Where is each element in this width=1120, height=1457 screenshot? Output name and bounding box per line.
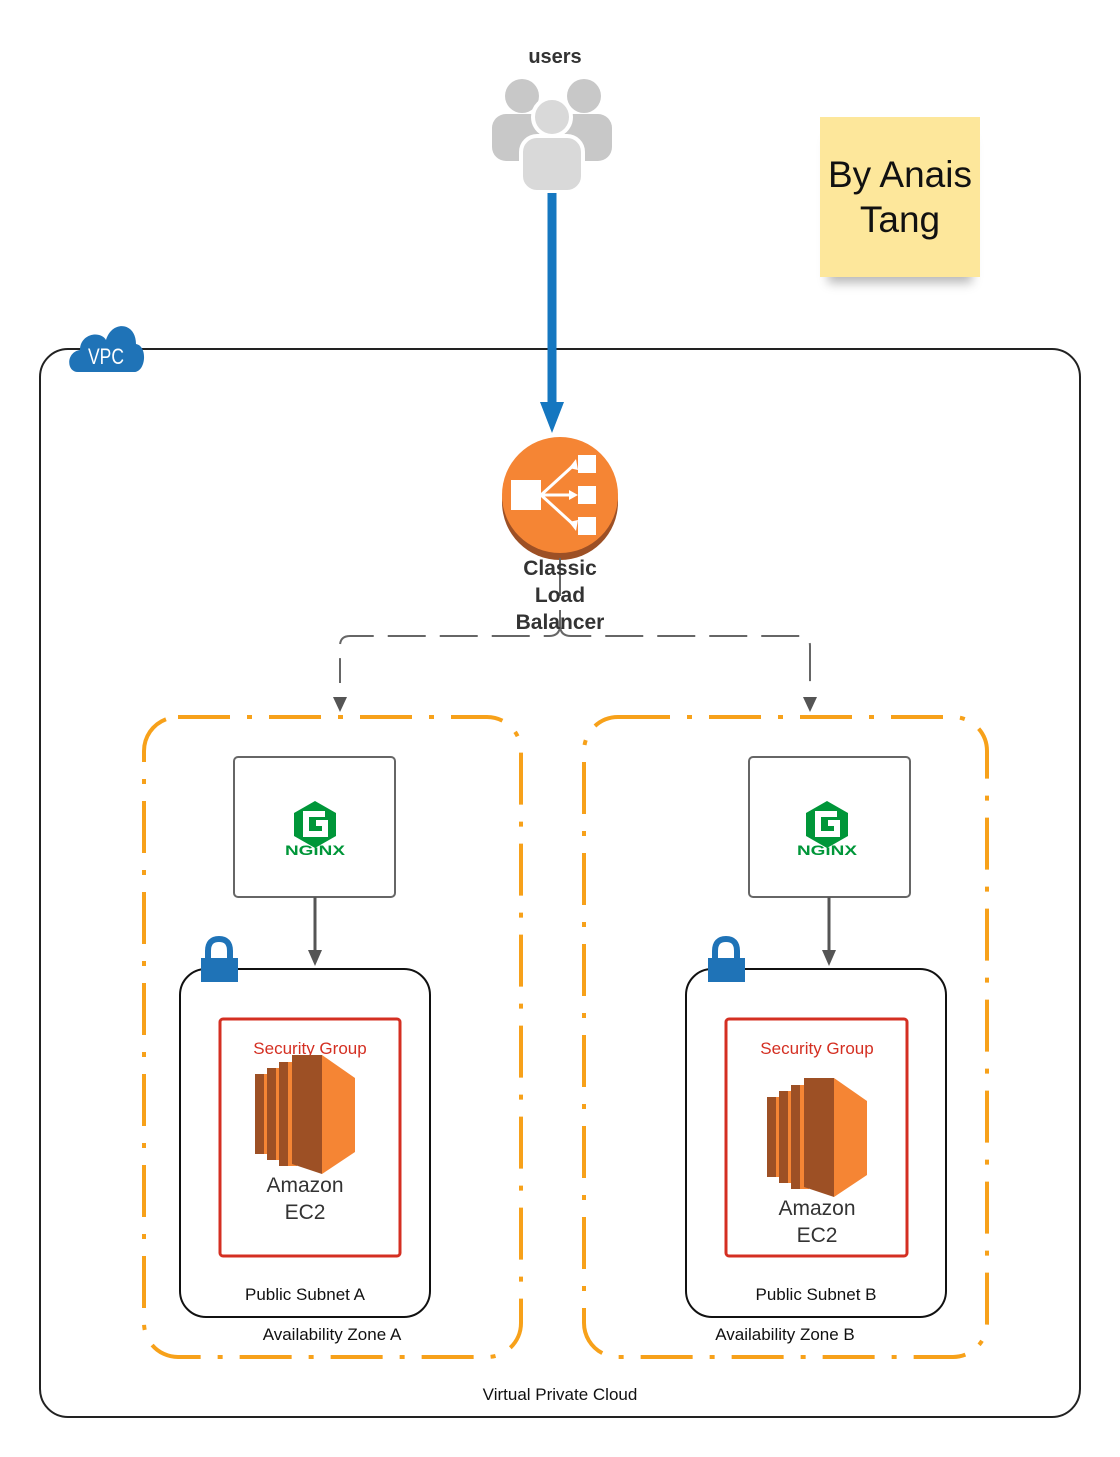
lock-icon xyxy=(708,935,745,982)
author-note-line1: By Anais xyxy=(828,154,972,195)
vpc-badge-label: VPC xyxy=(88,344,124,369)
ec2-a-label-line2: EC2 xyxy=(285,1201,326,1224)
subnet-b-label: Public Subnet B xyxy=(756,1285,877,1304)
nginx-logo-icon xyxy=(806,801,848,848)
lb-label-line1: Classic xyxy=(523,557,597,580)
lb-label-line3: Balancer xyxy=(516,611,605,634)
ec2-a-label-line1: Amazon xyxy=(266,1174,343,1197)
zone-a-label: Availability Zone A xyxy=(263,1325,402,1344)
users-icon xyxy=(492,79,612,194)
nginx-b-arrowhead xyxy=(822,950,836,966)
security-group-b-label: Security Group xyxy=(760,1039,873,1058)
arrowhead-zone-a xyxy=(333,697,347,712)
arrowhead-zone-b xyxy=(803,697,817,712)
author-note: By Anais Tang xyxy=(820,117,980,277)
load-balancer-icon xyxy=(502,437,618,560)
ec2-icon xyxy=(255,1055,355,1174)
vpc-label: Virtual Private Cloud xyxy=(483,1385,638,1404)
lb-label-line2: Load xyxy=(535,584,585,607)
vpc-cloud-icon: VPC xyxy=(69,326,145,372)
availability-zone-a xyxy=(142,715,523,1359)
vpc-container xyxy=(39,348,1081,1418)
nginx-label-a: NGiNX xyxy=(285,842,346,858)
availability-zone-b xyxy=(582,715,989,1359)
author-note-line2: Tang xyxy=(859,199,941,240)
ec2-b-label-line1: Amazon xyxy=(778,1197,855,1220)
subnet-a-label: Public Subnet A xyxy=(245,1285,366,1304)
lb-to-zones-connector xyxy=(339,558,811,683)
nginx-logo-icon xyxy=(294,801,336,848)
users-to-lb-arrowhead xyxy=(540,402,564,433)
users-label: users xyxy=(528,46,581,68)
public-subnet-b xyxy=(685,968,947,1318)
ec2-b-label-line2: EC2 xyxy=(797,1224,838,1247)
public-subnet-a xyxy=(179,968,431,1318)
zone-b-label: Availability Zone B xyxy=(715,1325,855,1344)
security-group-b xyxy=(724,1017,909,1258)
security-group-a-label: Security Group xyxy=(253,1039,366,1058)
lock-icon xyxy=(201,935,238,982)
nginx-a-arrowhead xyxy=(308,950,322,966)
security-group-a xyxy=(218,1017,402,1258)
ec2-icon xyxy=(767,1078,867,1197)
nginx-label-b: NGiNX xyxy=(797,842,858,858)
